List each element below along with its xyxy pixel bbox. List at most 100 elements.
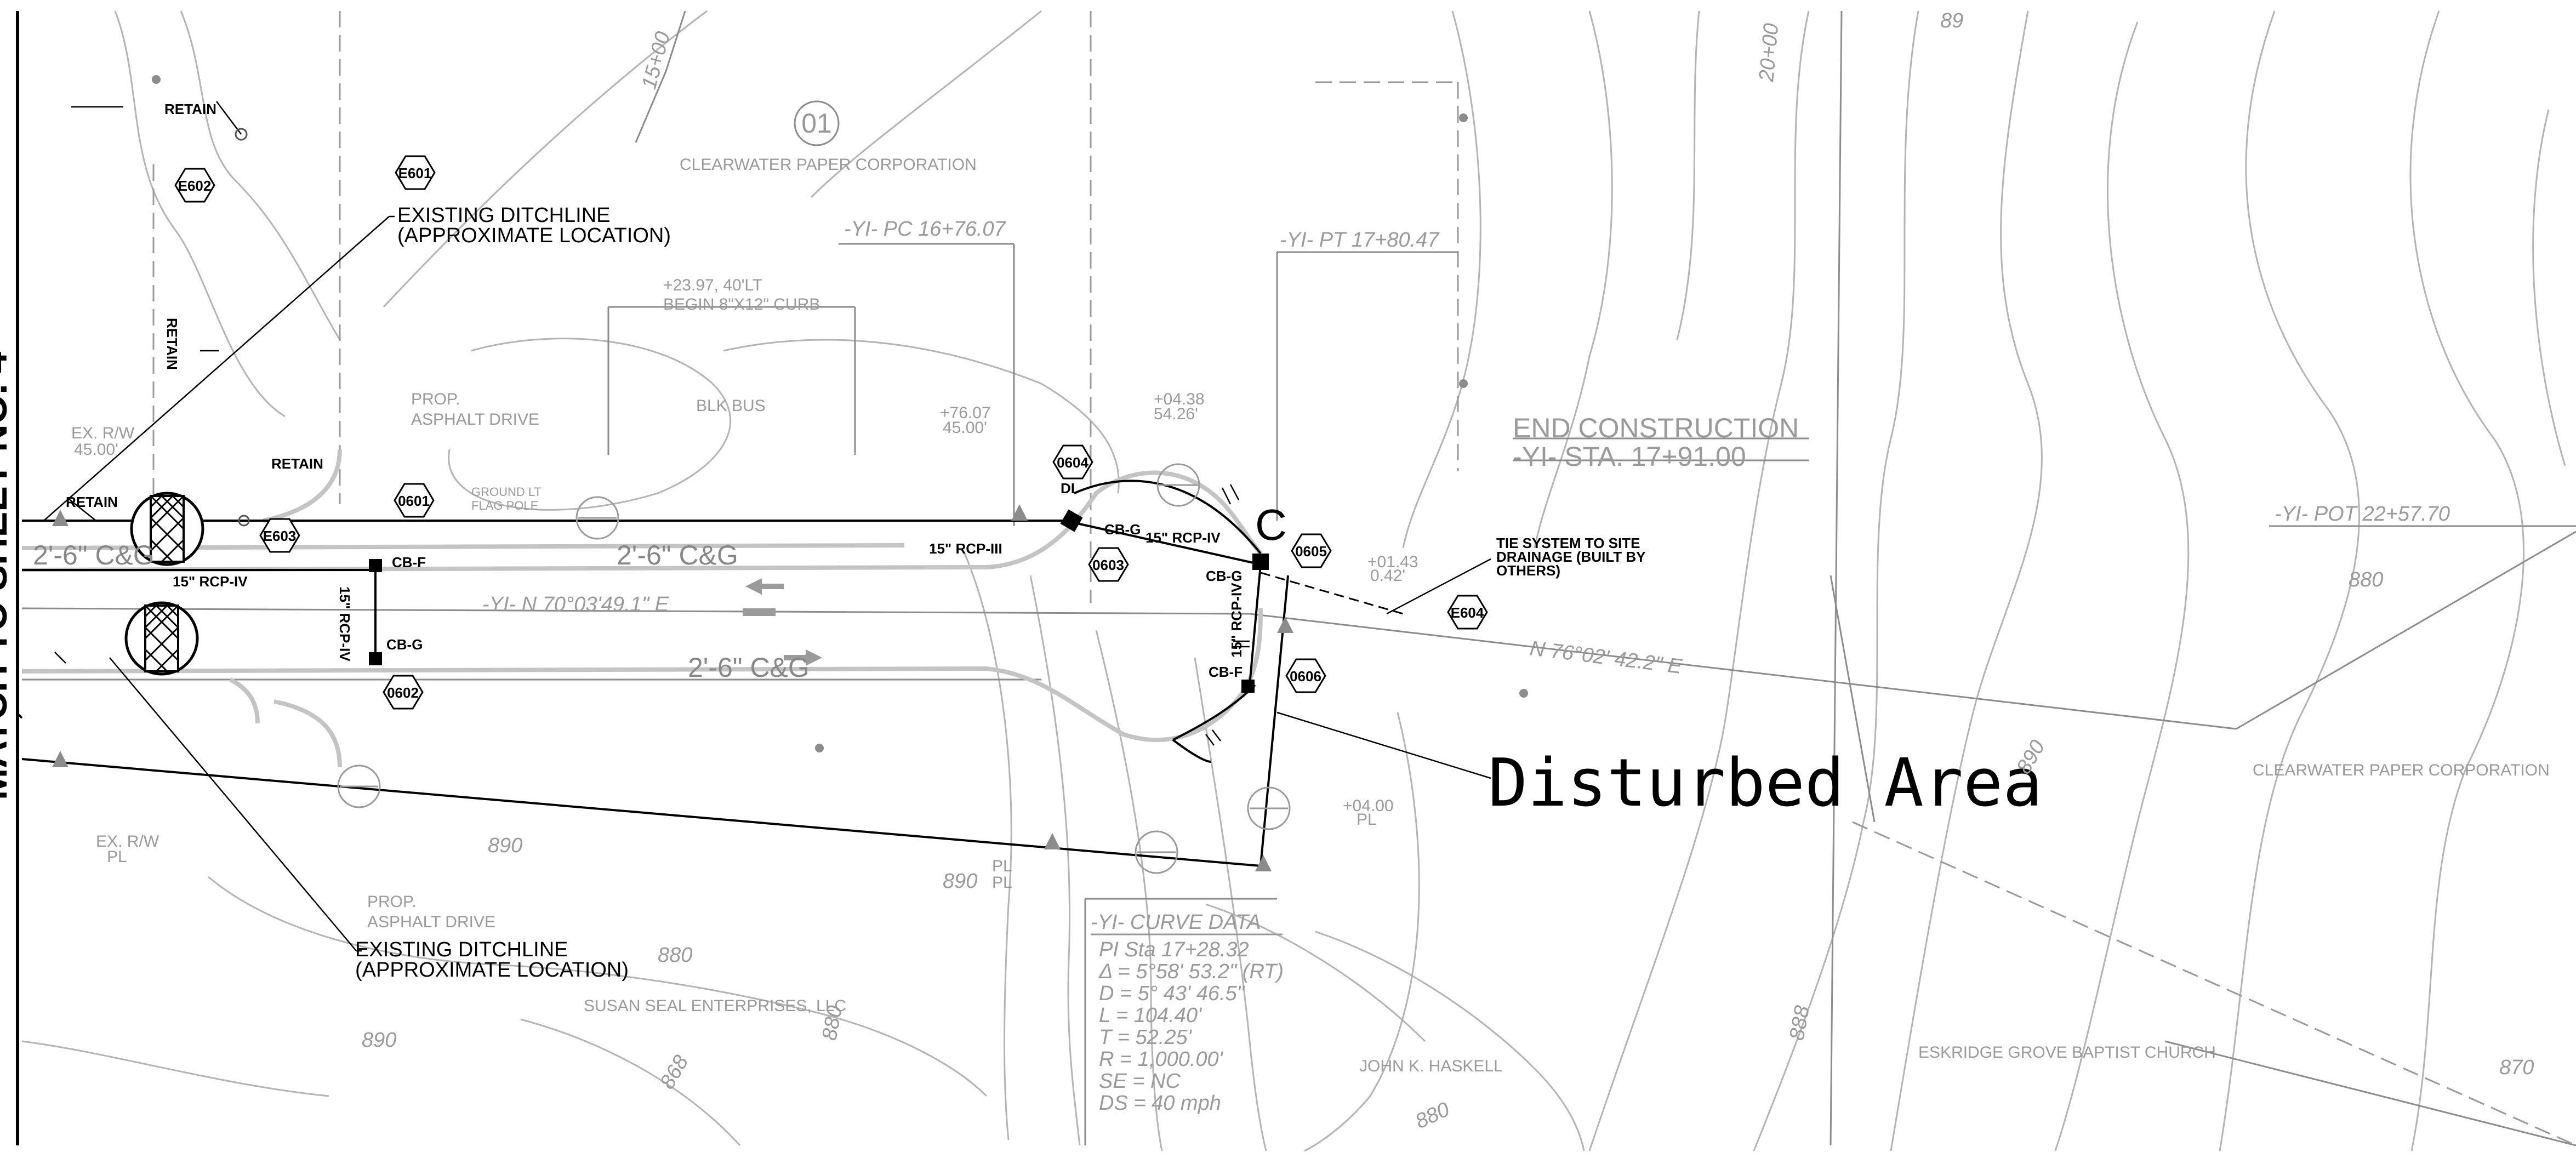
svg-text:880: 880 xyxy=(2349,568,2383,591)
label-ex-rw-2: EX. R/W xyxy=(96,832,159,851)
svg-text:880: 880 xyxy=(658,944,692,967)
label-ground-lt: GROUND LT xyxy=(471,485,542,499)
curve-l: L = 104.40' xyxy=(1099,1004,1202,1027)
plan-tag-01: 01 xyxy=(801,108,832,139)
svg-text:0605: 0605 xyxy=(1295,543,1327,560)
rw-symbols xyxy=(337,463,1291,874)
label-rcp-iv-right: 15" RCP-IV xyxy=(1228,583,1245,658)
label-existing-ditch-bot-2: (APPROXIMATE LOCATION) xyxy=(355,959,629,982)
label-sta-0438: +04.38 xyxy=(1154,390,1205,408)
svg-text:0602: 0602 xyxy=(387,684,419,701)
label-cg-3: 2'-6" C&G xyxy=(688,652,810,683)
label-sta-0438b: 54.26' xyxy=(1154,405,1198,423)
label-john-haskell: JOHN K. HASKELL xyxy=(1359,1057,1503,1075)
svg-text:890: 890 xyxy=(488,834,522,857)
svg-text:0606: 0606 xyxy=(1290,668,1321,684)
label-sta-0400b: PL xyxy=(1357,811,1377,829)
label-tie-system-1: TIE SYSTEM TO SITE xyxy=(1496,535,1640,551)
drainage-structures xyxy=(369,509,1269,693)
svg-text:E604: E604 xyxy=(1451,604,1484,621)
label-tie-system-2: DRAINAGE (BUILT BY xyxy=(1496,549,1646,565)
label-rcp-iii: 15" RCP-III xyxy=(929,540,1002,557)
label-existing-ditch-top-1: EXISTING DITCHLINE xyxy=(397,204,611,227)
label-sta-7607: +76.07 xyxy=(940,404,991,422)
curve-pi: PI Sta 17+28.32 xyxy=(1099,938,1249,961)
label-bearing-right: N 76°02' 42.2" E xyxy=(1529,637,1684,678)
label-blk-bus: BLK BUS xyxy=(696,397,766,415)
hex-tag-0604: 0604 xyxy=(1052,444,1093,480)
hex-tag-e604: E604 xyxy=(1447,595,1488,630)
label-end-construction-2: -YI- STA. 17+91.00 xyxy=(1513,441,1746,472)
label-pl-1: PL xyxy=(992,857,1012,875)
contour-lines xyxy=(21,10,2566,1152)
label-end-construction-1: END CONSTRUCTION xyxy=(1513,413,1799,443)
svg-text:880: 880 xyxy=(1412,1098,1453,1133)
curve-r: R = 1,000.00' xyxy=(1099,1048,1224,1071)
ditch-symbol-top xyxy=(130,492,204,566)
label-station-20: 20+00 xyxy=(1755,22,1783,83)
label-existing-ditch-top-2: (APPROXIMATE LOCATION) xyxy=(397,224,671,247)
elevation-labels: 890 890 880 880 880 888 890 880 870 868 … xyxy=(362,9,2534,1133)
label-susan-seal: SUSAN SEAL ENTERPRISES, LLC xyxy=(584,997,846,1015)
label-clearwater-top: CLEARWATER PAPER CORPORATION xyxy=(680,156,977,174)
svg-text:890: 890 xyxy=(362,1029,396,1052)
svg-text:888: 888 xyxy=(1786,1004,1814,1042)
label-retain-3: RETAIN xyxy=(271,455,323,472)
label-di: DI xyxy=(1061,480,1075,497)
match-line-label: MATCH TO SHEET NO. 4 xyxy=(0,352,15,800)
label-cb-f-2: CB-F xyxy=(1209,664,1243,680)
label-cb-g-3: CB-G xyxy=(1206,568,1242,584)
label-prop-drive-bot-2: ASPHALT DRIVE xyxy=(367,913,495,931)
svg-text:E602: E602 xyxy=(178,178,212,194)
label-clearwater-right: CLEARWATER PAPER CORPORATION xyxy=(2253,761,2550,779)
label-sta-0143b: 0.42' xyxy=(1370,567,1405,585)
label-flag-pole: FLAG POLE xyxy=(471,499,538,512)
label-sta-0143: +01.43 xyxy=(1367,553,1418,571)
hex-tag-0602: 0602 xyxy=(383,675,424,710)
plan-tag-circle xyxy=(794,100,840,146)
label-retain-4: RETAIN xyxy=(66,494,118,510)
label-cg-2: 2'-6" C&G xyxy=(617,540,738,571)
survey-points xyxy=(152,75,1528,752)
label-sta-0400: +04.00 xyxy=(1343,797,1394,815)
hex-tag-0603: 0603 xyxy=(1088,547,1129,582)
label-retain-1: RETAIN xyxy=(164,101,216,117)
curve-se: SE = NC xyxy=(1099,1070,1181,1093)
label-existing-ditch-bot-1: EXISTING DITCHLINE xyxy=(355,938,568,961)
svg-text:0604: 0604 xyxy=(1057,454,1088,471)
label-cg-1: 2'-6" C&G xyxy=(33,540,155,571)
label-cb-g-2: CB-G xyxy=(1104,521,1141,538)
hex-tag-0605: 0605 xyxy=(1291,533,1332,568)
ditch-symbol-bottom xyxy=(124,601,199,676)
svg-text:890: 890 xyxy=(943,870,977,893)
label-cb-f-1: CB-F xyxy=(392,554,426,571)
hex-tag-e601: E601 xyxy=(395,155,436,190)
curve-d: D = 5° 43' 46.5" xyxy=(1099,982,1245,1005)
curve-t: T = 52.25' xyxy=(1099,1026,1193,1049)
label-cb-g-1: CB-G xyxy=(386,636,423,653)
label-rcp-iv-mid: 15" RCP-IV xyxy=(1145,529,1221,546)
control-points xyxy=(52,504,1293,871)
label-yi-pt: -YI- PT 17+80.47 xyxy=(1280,229,1440,252)
label-rcp-iv-left: 15" RCP-IV xyxy=(173,573,248,590)
label-sta-7607b: 45.00' xyxy=(943,419,987,437)
curve-ds: DS = 40 mph xyxy=(1099,1092,1221,1115)
label-bearing-left: -YI- N 70°03'49.1" E xyxy=(482,593,669,616)
label-yi-pot: -YI- POT 22+57.70 xyxy=(2275,503,2450,526)
svg-text:E601: E601 xyxy=(398,165,432,181)
label-begin-curb-1: +23.97, 40'LT xyxy=(663,276,762,294)
svg-text:868: 868 xyxy=(656,1052,693,1093)
label-begin-curb-2: BEGIN 8"X12" CURB xyxy=(663,295,820,313)
hex-tag-0606: 0606 xyxy=(1285,658,1326,693)
curve-delta: Δ = 5°58' 53.2" (RT) xyxy=(1098,960,1284,983)
label-tie-system-3: OTHERS) xyxy=(1496,562,1560,579)
traffic-arrows xyxy=(743,578,822,666)
label-prop-drive-bot-1: PROP. xyxy=(367,893,417,911)
label-ex-rw-1: EX. R/W xyxy=(71,424,135,442)
label-eskridge: ESKRIDGE GROVE BAPTIST CHURCH xyxy=(1918,1043,2216,1062)
hex-tag-0601: 0601 xyxy=(394,483,435,518)
label-prop-drive-top-2: ASPHALT DRIVE xyxy=(411,410,539,429)
svg-text:89: 89 xyxy=(1940,9,1963,32)
label-prop-drive-top-1: PROP. xyxy=(411,390,460,408)
